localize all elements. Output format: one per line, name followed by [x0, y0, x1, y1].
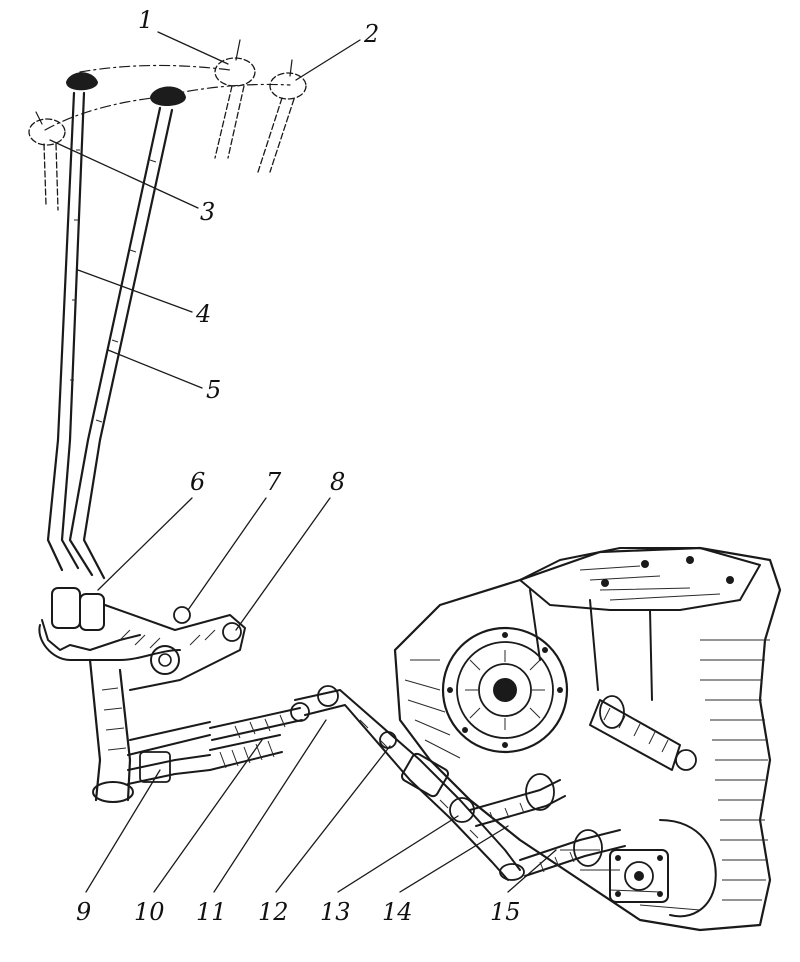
callout-11: 11	[196, 898, 227, 926]
shift-rod-15	[519, 829, 626, 877]
callout-12: 12	[258, 898, 289, 926]
cross-shaft-lever	[294, 685, 525, 881]
shift-cylinder	[589, 695, 697, 771]
gearbox-housing	[393, 546, 782, 932]
callout-2: 2	[363, 20, 379, 48]
callout-6: 6	[190, 468, 205, 496]
callout-labels: 1 2 3 4 5 6 7 8 9 10 11 12 13 14 15	[76, 6, 521, 926]
control-lever-left	[46, 72, 98, 572]
lever-pivot-bracket	[38, 587, 246, 803]
callout-14: 14	[382, 898, 413, 926]
callout-8: 8	[330, 468, 345, 496]
linkage-rod-lower	[127, 734, 283, 785]
callout-15: 15	[490, 898, 521, 926]
callout-5: 5	[206, 376, 221, 404]
callout-3: 3	[200, 198, 215, 226]
callout-7: 7	[266, 468, 282, 496]
control-lever-right	[68, 86, 186, 580]
shift-rod-14	[469, 773, 566, 827]
callout-1: 1	[138, 6, 153, 34]
clutch-flange	[441, 626, 569, 754]
callout-13: 13	[320, 898, 351, 926]
callout-9: 9	[76, 898, 91, 926]
linkage-rod-upper	[127, 702, 310, 756]
leader-lines	[49, 31, 557, 893]
callout-10: 10	[134, 898, 165, 926]
ghost-lever-positions	[28, 39, 307, 211]
callout-4: 4	[195, 300, 211, 328]
end-cover-plate	[609, 819, 717, 918]
